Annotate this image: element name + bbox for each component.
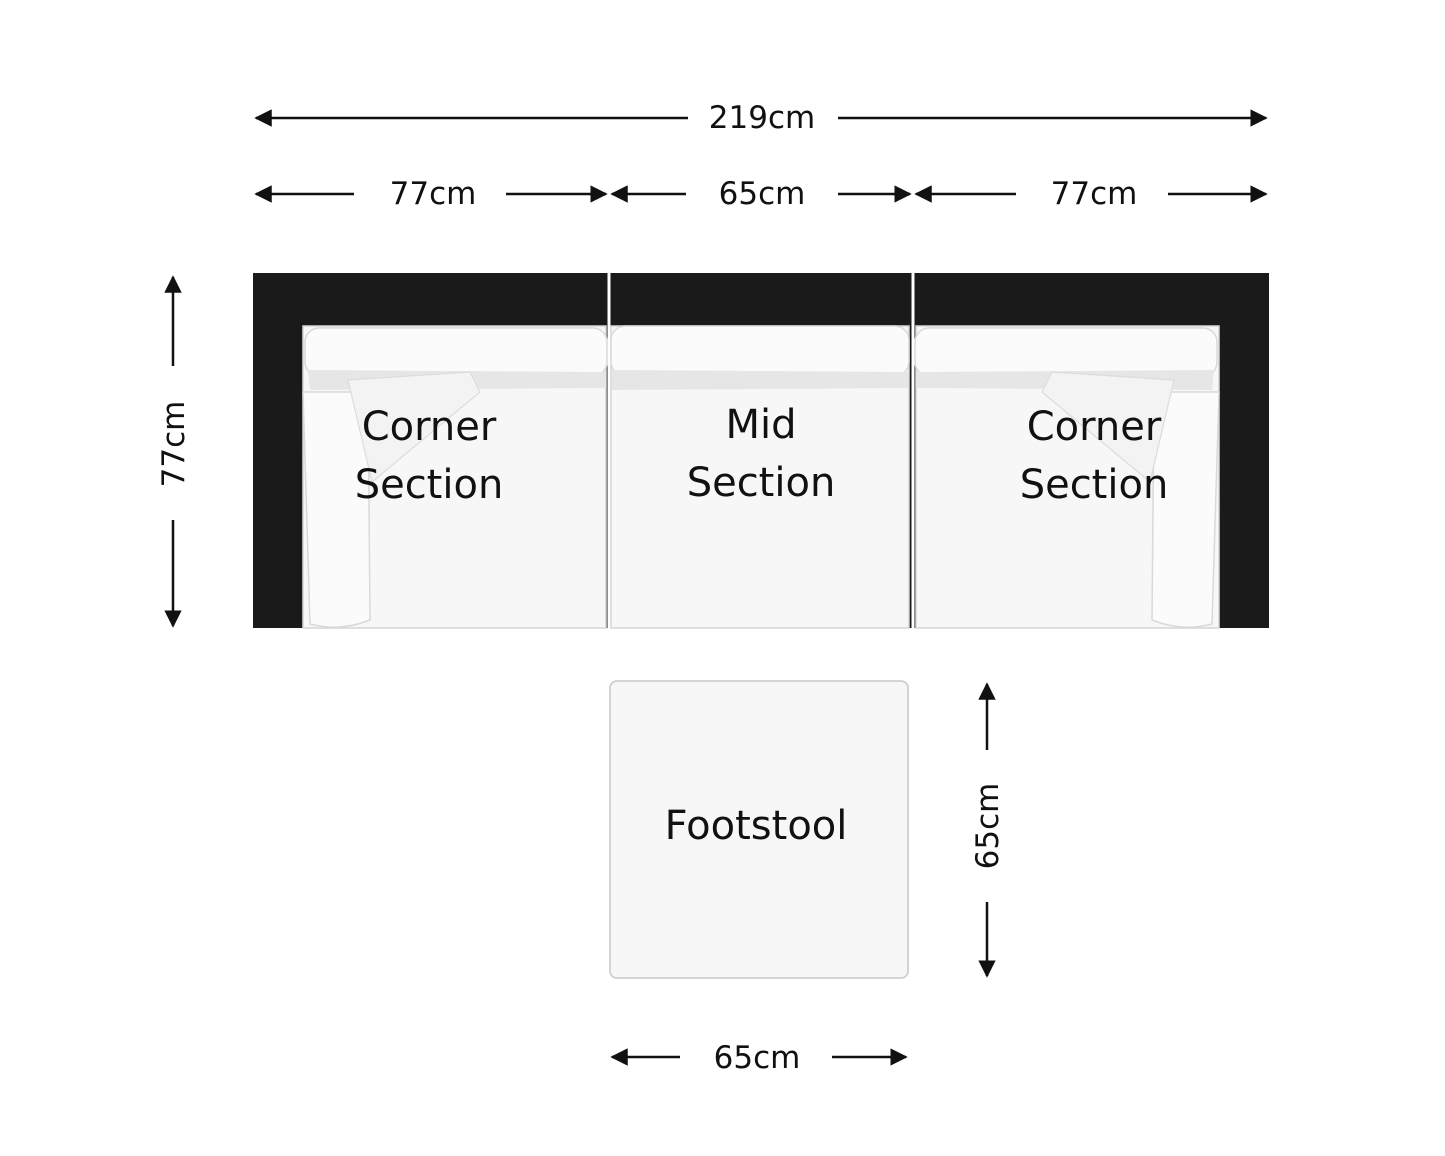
corner-right-width-dimension: 77cm bbox=[914, 176, 1268, 212]
corner-left-back-cushion bbox=[304, 327, 608, 377]
mid-section: Mid Section bbox=[610, 325, 910, 629]
mid-width-dimension: 65cm bbox=[610, 176, 912, 212]
corner-right-label-line2: Section bbox=[1020, 462, 1169, 508]
corner-right-side-cushion bbox=[1151, 391, 1220, 628]
corner-left-pillow bbox=[347, 371, 481, 484]
footstool-label: Footstool bbox=[665, 803, 848, 849]
mid-width-label: 65cm bbox=[719, 176, 806, 212]
corner-right-width-label: 77cm bbox=[1051, 176, 1138, 212]
footstool-cushion bbox=[609, 680, 909, 979]
depth-label: 77cm bbox=[156, 401, 192, 488]
corner-left-label-line2: Section bbox=[355, 462, 504, 508]
corner-right-label-line1: Corner bbox=[1027, 404, 1162, 450]
corner-section-left: Corner Section bbox=[302, 325, 608, 629]
mid-label-line1: Mid bbox=[725, 402, 796, 448]
corner-section-right: Corner Section bbox=[914, 325, 1220, 629]
corner-right-back-cushion bbox=[914, 327, 1218, 377]
footstool-depth-label: 65cm bbox=[970, 783, 1006, 870]
total-width-label: 219cm bbox=[709, 100, 815, 136]
footstool: Footstool bbox=[609, 680, 909, 979]
corner-left-side-cushion bbox=[302, 391, 371, 628]
depth-dimension: 77cm bbox=[156, 275, 192, 628]
mid-back-band bbox=[612, 370, 908, 390]
sofa: Corner Section Mid Section Corner Sectio… bbox=[253, 273, 1269, 629]
corner-left-width-label: 77cm bbox=[390, 176, 477, 212]
footstool-depth-dimension: 65cm bbox=[970, 682, 1006, 978]
mid-label-line2: Section bbox=[687, 460, 836, 506]
footstool-width-label: 65cm bbox=[714, 1040, 801, 1076]
corner-right-pillow bbox=[1041, 371, 1175, 484]
corner-left-width-dimension: 77cm bbox=[254, 176, 608, 212]
total-width-dimension: 219cm bbox=[254, 100, 1268, 136]
footstool-width-dimension: 65cm bbox=[610, 1040, 908, 1076]
mid-back-cushion bbox=[610, 325, 910, 377]
corner-left-label-line1: Corner bbox=[362, 404, 497, 450]
